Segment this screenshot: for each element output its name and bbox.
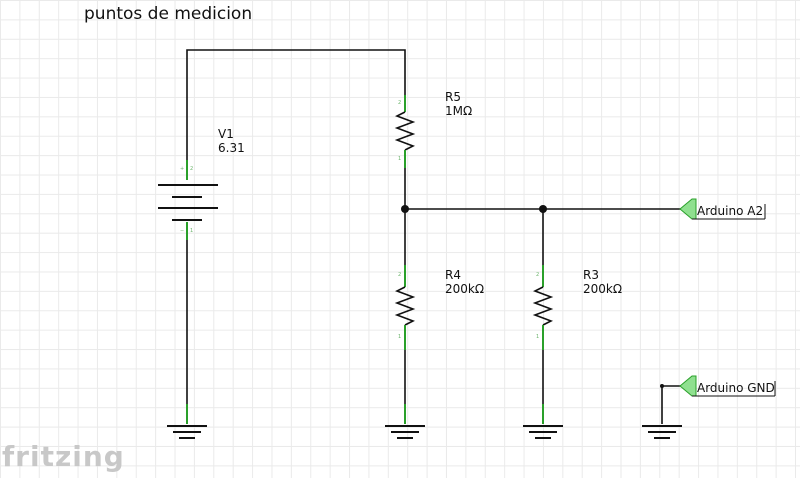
ground-r3 xyxy=(523,404,563,439)
resistor-r5[interactable]: 2 1 xyxy=(394,95,416,168)
ground-arduino xyxy=(642,425,682,439)
connector-arduino-gnd[interactable]: Arduino GND xyxy=(679,375,776,397)
connector-gnd-label: Arduino GND xyxy=(697,381,775,395)
svg-text:2: 2 xyxy=(398,272,401,278)
svg-text:1: 1 xyxy=(398,334,401,340)
r4-value: 200kΩ xyxy=(445,282,484,296)
v1-name: V1 xyxy=(218,127,234,141)
v1-value: 6.31 xyxy=(218,141,245,155)
r3-name: R3 xyxy=(583,268,599,282)
resistor-r3[interactable]: 2 1 xyxy=(532,265,554,350)
r5-value: 1MΩ xyxy=(445,104,472,118)
svg-text:+: + xyxy=(180,166,184,172)
ground-r4 xyxy=(385,404,425,439)
resistor-r4[interactable]: 2 1 xyxy=(394,265,416,350)
svg-text:2: 2 xyxy=(398,100,401,106)
r5-name: R5 xyxy=(445,90,461,104)
junction-gnd-corner xyxy=(660,384,664,388)
svg-text:2: 2 xyxy=(536,272,539,278)
r4-name: R4 xyxy=(445,268,461,282)
svg-text:2: 2 xyxy=(190,166,193,172)
junction-node-1 xyxy=(401,205,409,213)
wires xyxy=(186,49,682,424)
svg-text:1: 1 xyxy=(536,334,539,340)
r3-value: 200kΩ xyxy=(583,282,622,296)
svg-text:1: 1 xyxy=(398,156,401,162)
junction-node-2 xyxy=(539,205,547,213)
wire-top xyxy=(186,49,406,166)
ground-v1 xyxy=(167,404,207,439)
wire-gnd-connector xyxy=(661,385,682,424)
svg-text:1: 1 xyxy=(190,228,193,234)
svg-text:−: − xyxy=(180,228,184,234)
diagram-title: puntos de medicion xyxy=(84,4,253,24)
connector-a2-label: Arduino A2 xyxy=(697,204,763,218)
battery-v1[interactable]: + 2 − 1 xyxy=(158,160,218,240)
connector-arduino-a2[interactable]: Arduino A2 xyxy=(679,198,766,220)
fritzing-logo: fritzing xyxy=(2,440,125,473)
